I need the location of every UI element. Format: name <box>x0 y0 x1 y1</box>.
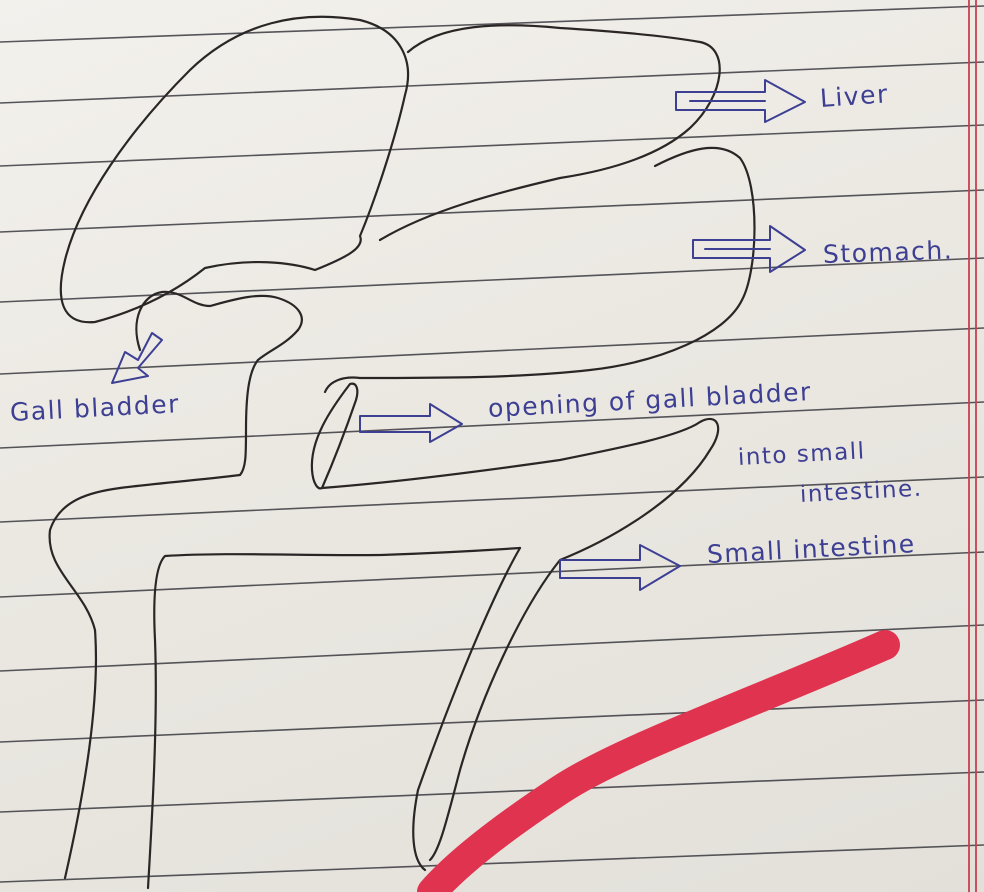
liver-arrow-icon <box>676 80 805 122</box>
label-stomach: Stomach. <box>822 235 953 269</box>
liver-left-lobe-outline <box>61 17 408 323</box>
red-marker-stroke <box>432 645 885 892</box>
stomach-arrow-icon <box>693 226 805 272</box>
bile-duct-opening-outline <box>312 384 357 489</box>
margin-lines <box>969 0 976 892</box>
label-liver: Liver <box>819 79 890 113</box>
opening-arrow-icon <box>360 404 462 442</box>
